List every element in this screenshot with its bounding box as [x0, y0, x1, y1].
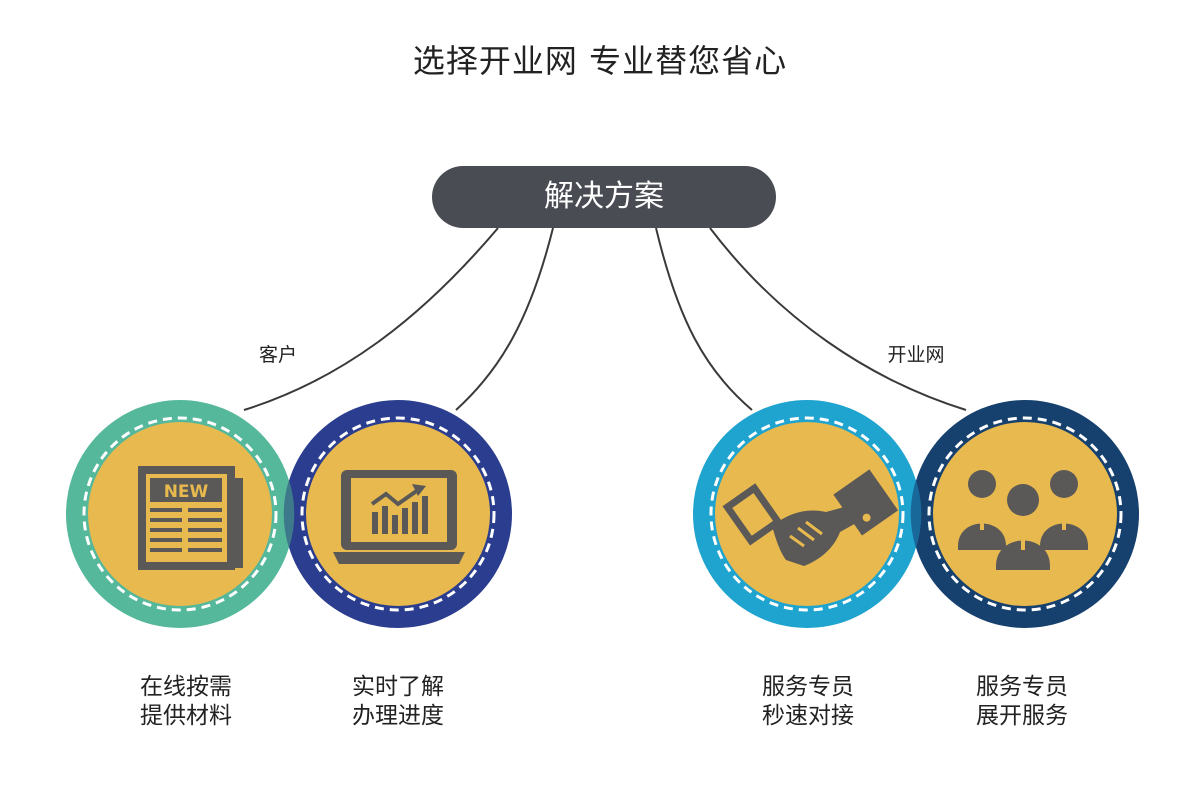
caption-line: 在线按需 — [140, 674, 232, 700]
connector-right-inner — [655, 227, 753, 411]
connector-lines — [243, 227, 967, 411]
caption-start-service: 服务专员 展开服务 — [932, 673, 1112, 731]
newspaper-icon: NEW — [138, 466, 243, 570]
caption-online-materials: 在线按需 提供材料 — [96, 673, 276, 731]
caption-line: 展开服务 — [976, 703, 1068, 729]
page-title: 选择开业网 专业替您省心 — [412, 42, 788, 80]
laptop-chart-icon — [333, 470, 465, 564]
overlap-lens-right — [910, 480, 922, 548]
solution-label: 解决方案 — [544, 179, 664, 214]
solution-pill — [432, 166, 776, 228]
overlap-lens-left — [283, 480, 295, 548]
group-label-customer: 客户 — [258, 344, 297, 366]
svg-text:NEW: NEW — [164, 482, 209, 502]
caption-line: 实时了解 — [352, 674, 444, 700]
group-label-company: 开业网 — [887, 344, 945, 366]
caption-line: 办理进度 — [352, 703, 444, 729]
connector-left-inner — [455, 227, 554, 411]
handshake-icon — [722, 469, 899, 566]
caption-line: 服务专员 — [976, 674, 1068, 700]
caption-realtime-progress: 实时了解 办理进度 — [308, 673, 488, 731]
team-icon — [958, 470, 1088, 570]
caption-line: 提供材料 — [140, 703, 232, 729]
caption-line: 秒速对接 — [762, 703, 854, 729]
connector-left-outer — [243, 227, 499, 411]
caption-line: 服务专员 — [762, 674, 854, 700]
connector-right-outer — [709, 227, 967, 411]
caption-fast-contact: 服务专员 秒速对接 — [718, 673, 898, 731]
